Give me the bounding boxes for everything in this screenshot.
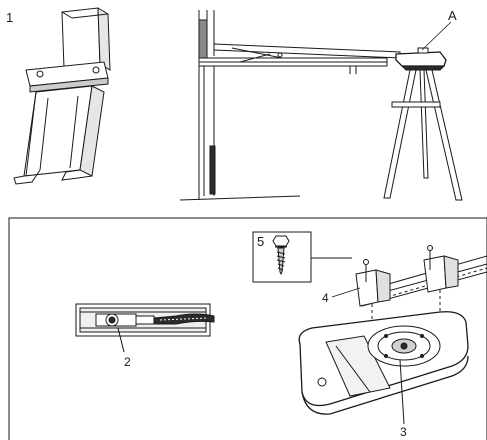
- leader-lines: [331, 21, 452, 298]
- bracket-hole-right: [92, 66, 100, 74]
- wall-hatch: [198, 19, 208, 61]
- screw-icon: [272, 235, 290, 247]
- callout-3: 3: [400, 425, 407, 439]
- callout-5: 5: [257, 234, 264, 249]
- light-lens: [325, 335, 391, 397]
- motor-head: [395, 51, 447, 67]
- rail-bracket-figure: [13, 7, 111, 185]
- mounting-bracket-right: [423, 255, 447, 293]
- callout-a: A: [448, 8, 457, 23]
- callout-1: 1: [6, 10, 13, 25]
- door-seal: [209, 145, 216, 195]
- callout-4: 4: [322, 291, 329, 305]
- wall-mounting-figure: [179, 10, 463, 201]
- carriage-detail: [75, 303, 215, 353]
- detail-panel-frame: [8, 217, 487, 440]
- bracket-hole-left: [36, 70, 44, 78]
- screw-inset: [252, 231, 352, 283]
- callout-2: 2: [124, 355, 131, 369]
- motor-unit-detail: [298, 245, 487, 425]
